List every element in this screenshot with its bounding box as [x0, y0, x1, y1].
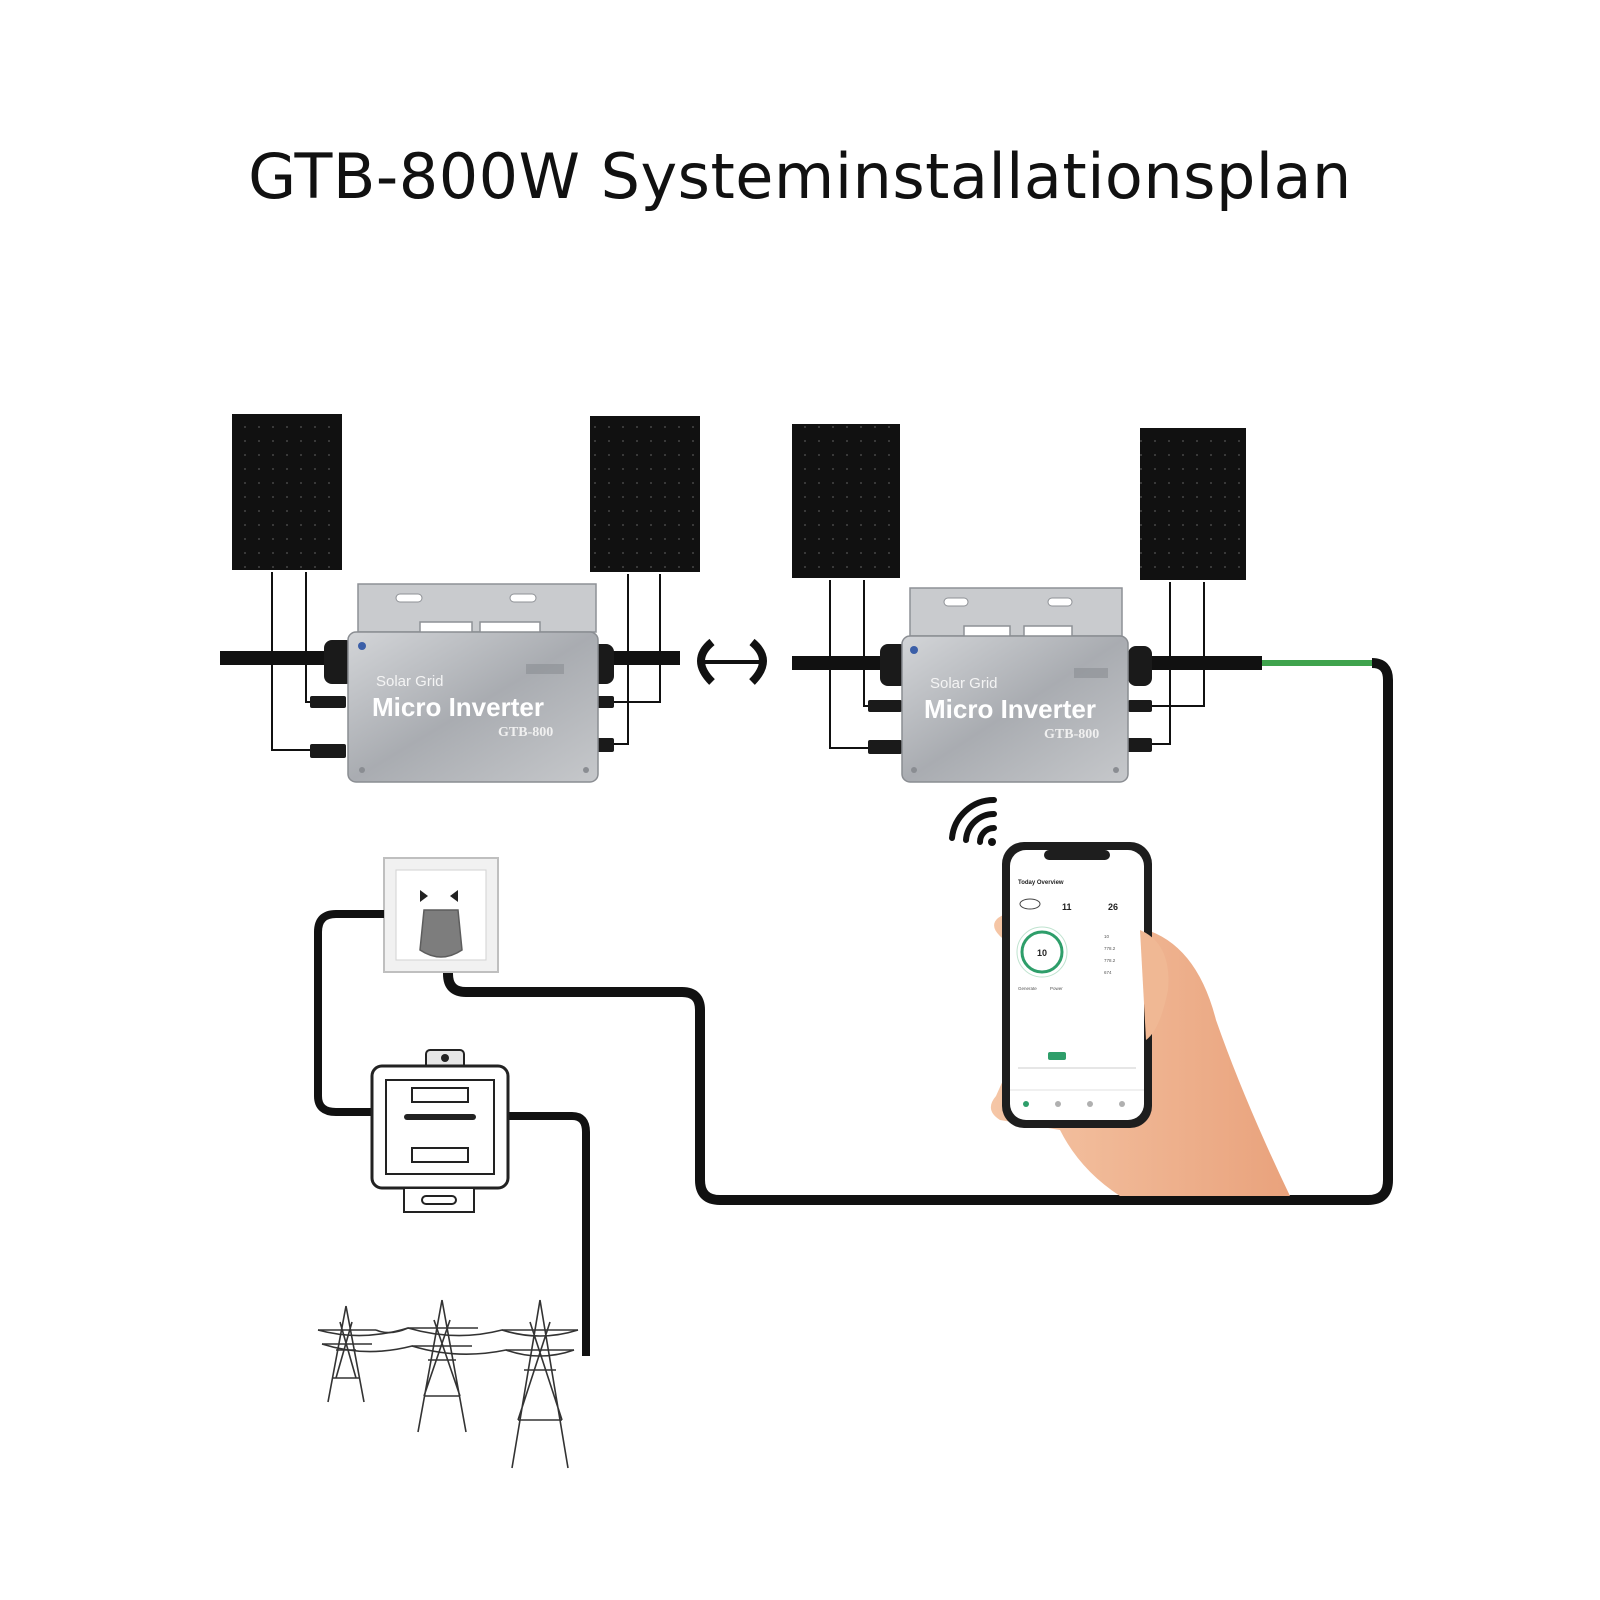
meter-grid-cable — [508, 1112, 590, 1356]
app-value-3: 778.2 — [1104, 958, 1116, 963]
app-value-1: 10 — [1104, 934, 1110, 939]
energy-meter-icon — [370, 1049, 510, 1213]
inverter-2-name: Micro Inverter — [924, 694, 1096, 724]
dc-wires-right — [829, 580, 1205, 749]
inverter-2-model: GTB-800 — [1044, 727, 1099, 742]
app-tab-power[interactable]: Power — [1050, 986, 1063, 991]
inverter-1-name: Micro Inverter — [372, 692, 544, 722]
ac-main-cable — [443, 658, 1393, 1205]
inverter-1-brand: Solar Grid — [376, 673, 444, 690]
smartphone: Today Overview 11 26 10 10 778.2 778.2 6… — [1002, 842, 1152, 1128]
inverter-2-brand: Solar Grid — [930, 675, 998, 692]
hand-holding-phone: Today Overview 11 26 10 10 778.2 778.2 6… — [990, 842, 1290, 1196]
solar-panel-2 — [590, 416, 700, 572]
solar-panel-3 — [792, 424, 900, 578]
app-value-2: 778.2 — [1104, 946, 1116, 951]
wifi-icon — [949, 796, 997, 846]
app-stat-1: 11 — [1062, 902, 1072, 912]
app-ring-value: 10 — [1037, 948, 1047, 958]
inverter-1-model: GTB-800 — [498, 725, 553, 740]
micro-inverter-1: Solar Grid Micro Inverter GTB-800 — [324, 583, 614, 783]
page-title: GTB-800W Systeminstallationsplan — [248, 140, 1352, 213]
socket-meter-cable — [314, 910, 384, 1116]
cable-break-symbol — [697, 638, 715, 685]
app-value-4: 674 — [1104, 970, 1112, 975]
app-stat-2: 26 — [1108, 902, 1118, 912]
wall-socket-icon — [383, 857, 499, 973]
solar-panel-4 — [1140, 428, 1246, 580]
solar-panel-1 — [232, 414, 342, 570]
micro-inverter-2: Solar Grid Micro Inverter GTB-800 — [880, 587, 1152, 783]
app-header: Today Overview — [1018, 880, 1064, 886]
app-tab-generate[interactable]: Generate — [1018, 986, 1037, 991]
app-nav-home-icon[interactable] — [1023, 1101, 1029, 1107]
power-tower-icon — [317, 1299, 579, 1469]
